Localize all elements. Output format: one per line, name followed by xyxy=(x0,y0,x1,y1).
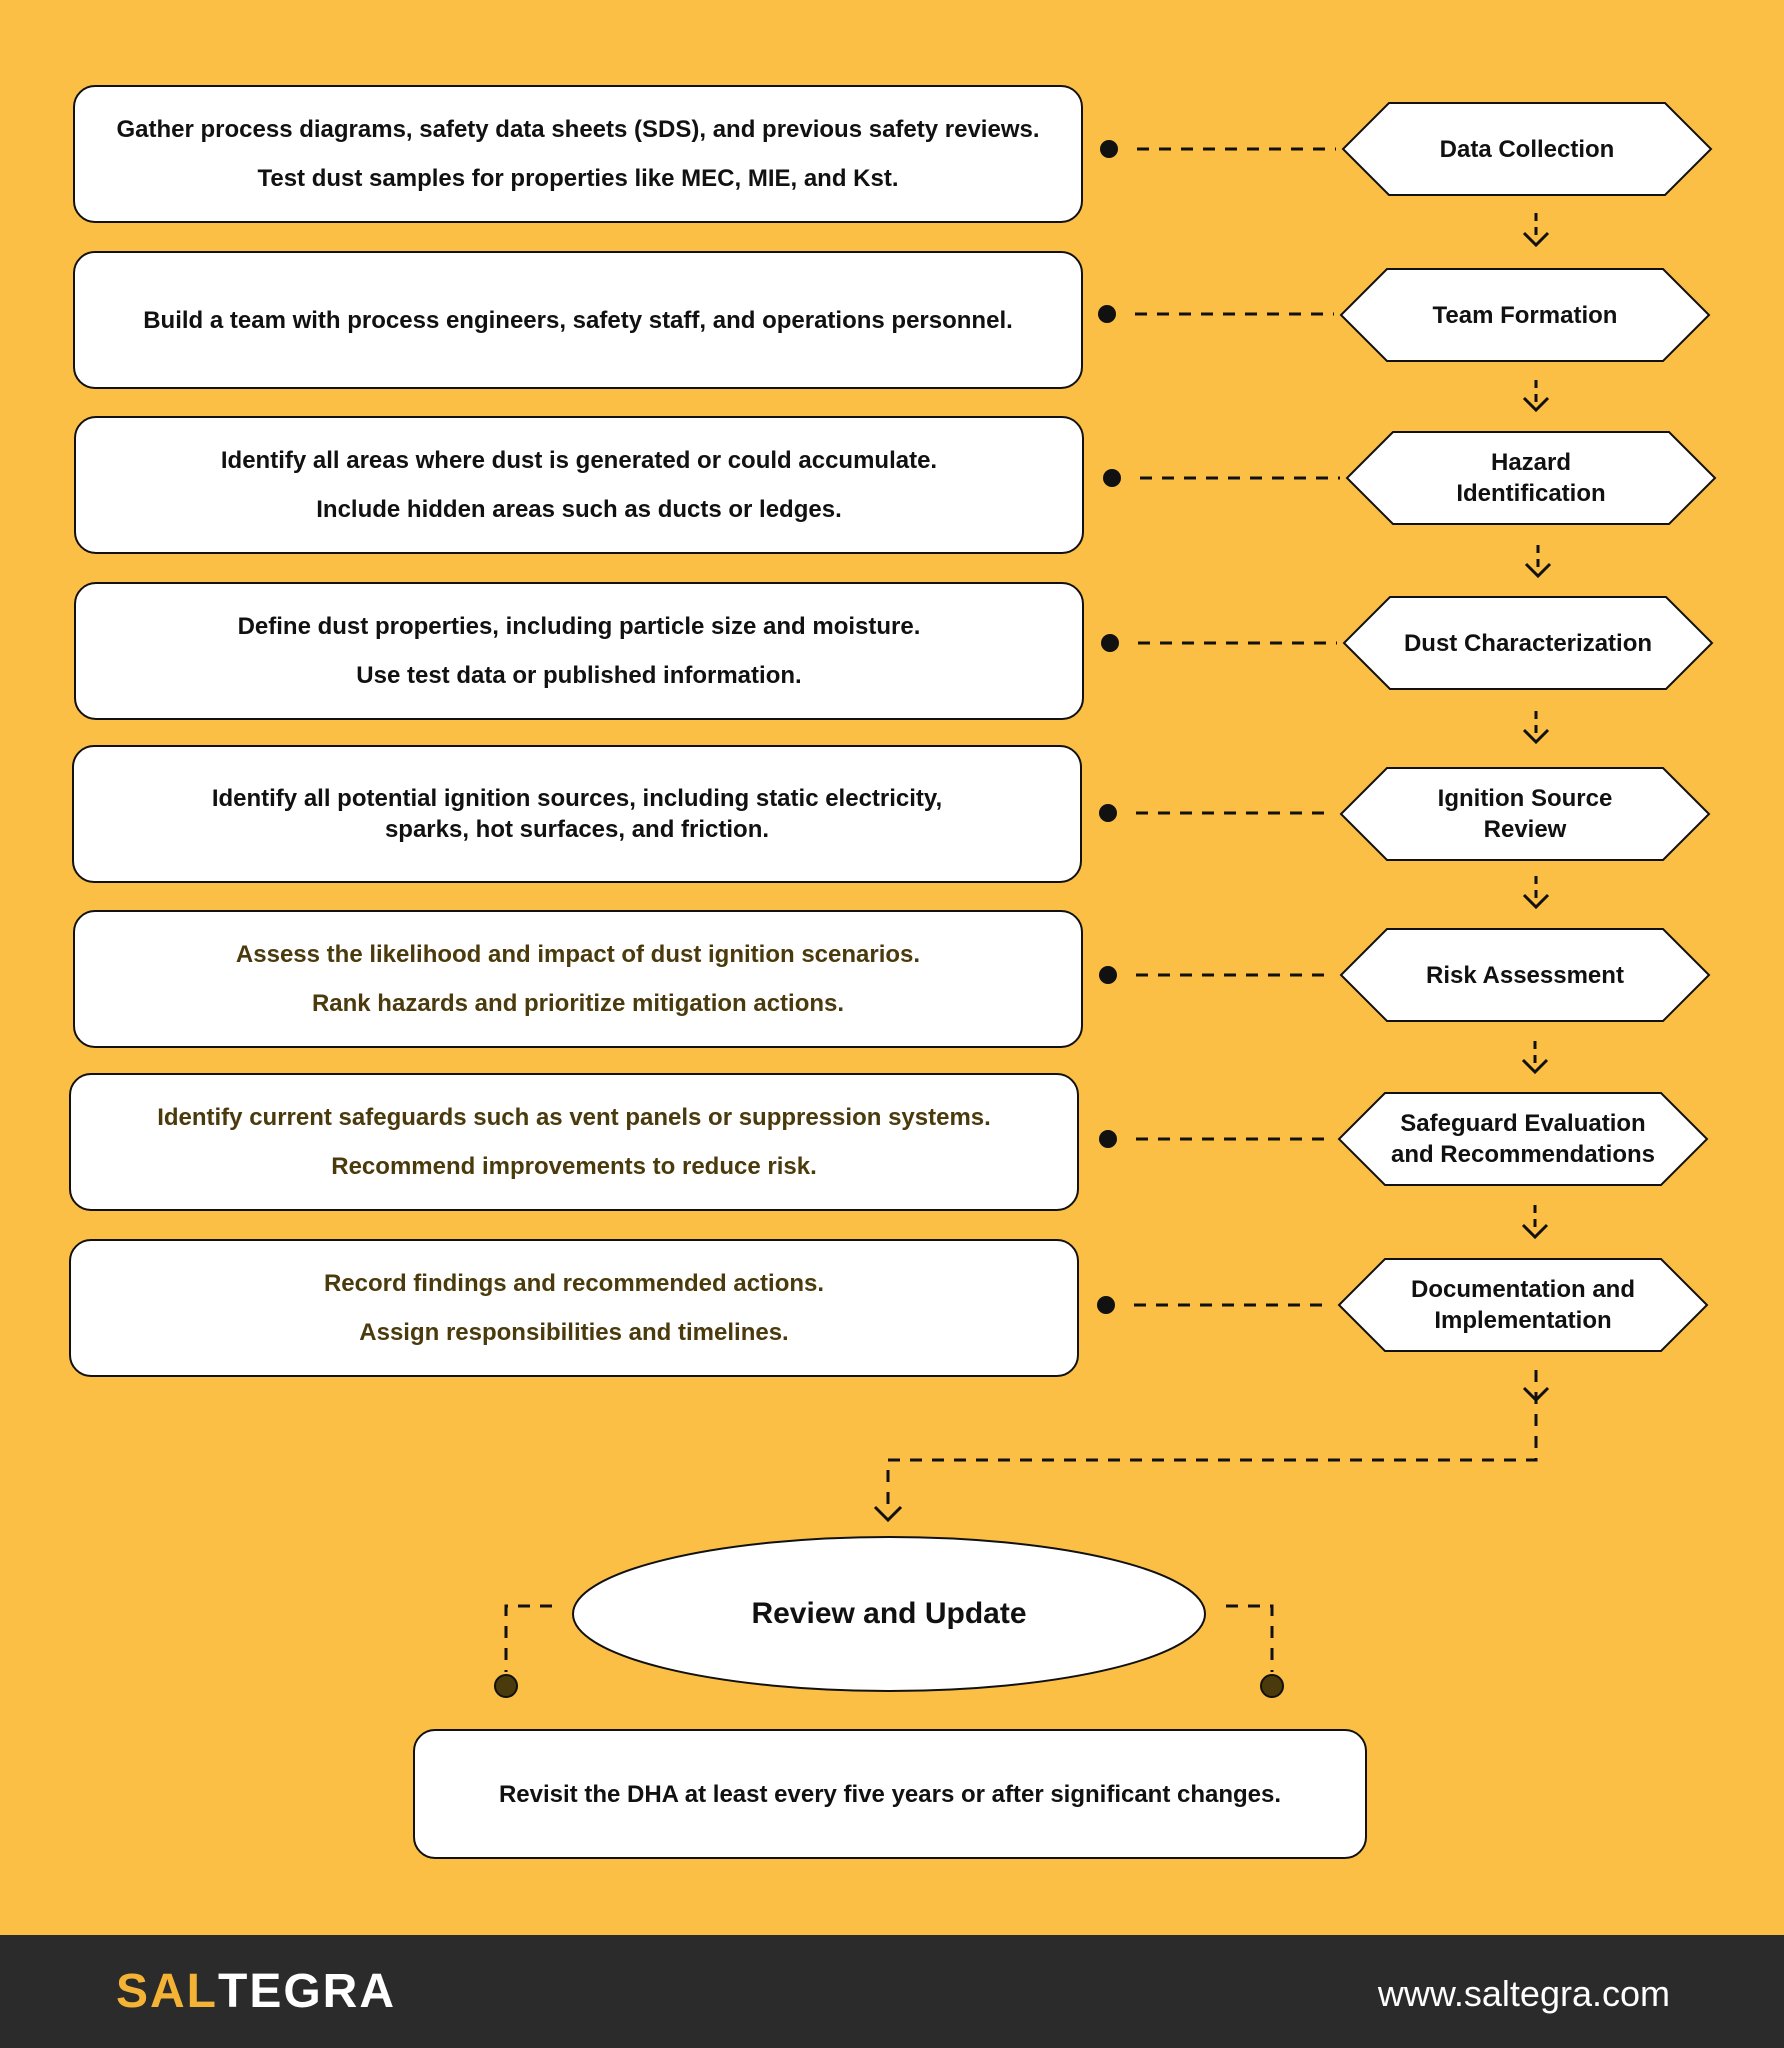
connector-dot-left xyxy=(494,1674,518,1698)
connector-dot xyxy=(1099,804,1117,822)
description-box-team-formation: Build a team with process engineers, saf… xyxy=(73,251,1083,389)
connector-dot-right xyxy=(1260,1674,1284,1698)
arrow-head xyxy=(1522,1386,1550,1403)
website-link[interactable]: www.saltegra.com xyxy=(1377,1973,1670,2014)
hexagon-shape xyxy=(1342,596,1714,690)
description-line: Define dust properties, including partic… xyxy=(237,613,921,640)
description-line: Identify current safeguards such as vent… xyxy=(157,1104,991,1131)
step-label: Hazard Identification xyxy=(1456,449,1606,507)
step-hazard-identification: Hazard Identification xyxy=(1345,430,1717,526)
step-label: Ignition Source Review xyxy=(1437,785,1613,843)
description-line: Identify all areas where dust is generat… xyxy=(220,447,938,474)
description-line: Recommend improvements to reduce risk. xyxy=(331,1153,817,1180)
description-box-safeguard-evaluation: Identify current safeguards such as vent… xyxy=(69,1073,1079,1211)
arrow-head xyxy=(1521,1223,1549,1240)
hexagon-shape xyxy=(1345,431,1717,525)
step-safeguard-evaluation: Safeguard Evaluation and Recommendations xyxy=(1337,1091,1709,1187)
description-line: Use test data or published information. xyxy=(356,662,802,689)
description-box-data-collection: Gather process diagrams, safety data she… xyxy=(73,85,1083,223)
description-box-hazard-identification: Identify all areas where dust is generat… xyxy=(74,416,1084,554)
description-line: Assess the likelihood and impact of dust… xyxy=(235,941,921,968)
connector-dot xyxy=(1101,634,1119,652)
dashed-connector-to-review xyxy=(886,1370,1538,1512)
arrow-head xyxy=(873,1505,903,1523)
logo-part-tegra: TEGRA xyxy=(218,1965,396,2018)
description-box-risk-assessment: Assess the likelihood and impact of dust… xyxy=(73,910,1083,1048)
review-ellipse xyxy=(572,1536,1206,1692)
step-dust-characterization: Dust Characterization xyxy=(1342,595,1714,691)
hexagon-shape xyxy=(1339,928,1711,1022)
arrow-head xyxy=(1522,231,1550,248)
hexagon-shape xyxy=(1337,1258,1709,1352)
connector-dot xyxy=(1103,469,1121,487)
description-line: Gather process diagrams, safety data she… xyxy=(116,116,1040,143)
connector-dot xyxy=(1097,1296,1115,1314)
hexagon-shape xyxy=(1339,268,1711,362)
step-label: Risk Assessment xyxy=(1426,961,1624,989)
hexagon-shape xyxy=(1339,767,1711,861)
step-team-formation: Team Formation xyxy=(1339,267,1711,363)
step-risk-assessment: Risk Assessment xyxy=(1339,927,1711,1023)
description-line: Rank hazards and prioritize mitigation a… xyxy=(311,990,845,1017)
step-ignition-source-review: Ignition Source Review xyxy=(1339,766,1711,862)
connector-dot xyxy=(1099,966,1117,984)
step-label: Team Formation xyxy=(1432,301,1618,329)
arrow-head xyxy=(1524,562,1552,579)
description-line: Identify all potential ignition sources,… xyxy=(211,785,943,843)
description-line: Include hidden areas such as ducts or le… xyxy=(316,496,842,523)
dashed-connector-left xyxy=(504,1604,552,1672)
step-label: Documentation and Implementation xyxy=(1410,1276,1635,1334)
description-box-ignition-source-review: Identify all potential ignition sources,… xyxy=(72,745,1082,883)
description-line: Test dust samples for properties like ME… xyxy=(257,165,899,192)
footer-bar xyxy=(0,1935,1784,2048)
logo-part-sal: SAL xyxy=(116,1965,218,2018)
description-line: Build a team with process engineers, saf… xyxy=(143,306,1013,334)
connector-dot xyxy=(1098,305,1116,323)
step-label: Data Collection xyxy=(1439,135,1615,163)
dashed-connector-right xyxy=(1226,1604,1274,1672)
final-description-box: Revisit the DHA at least every five year… xyxy=(413,1729,1367,1859)
connector-dot xyxy=(1099,1130,1117,1148)
step-label: Dust Characterization xyxy=(1403,629,1653,657)
hexagon-shape xyxy=(1337,1092,1709,1186)
connector-dot xyxy=(1100,140,1118,158)
arrow-head xyxy=(1522,893,1550,910)
description-line: Record findings and recommended actions. xyxy=(323,1270,825,1297)
review-update-title: Review and Update xyxy=(751,1597,1027,1630)
hexagon-shape xyxy=(1341,102,1713,196)
description-box-documentation: Record findings and recommended actions.… xyxy=(69,1239,1079,1377)
arrow-head xyxy=(1522,396,1550,413)
arrow-head xyxy=(1521,1058,1549,1075)
step-documentation-implementation: Documentation and Implementation xyxy=(1337,1257,1709,1353)
description-line: Assign responsibilities and timelines. xyxy=(359,1319,789,1346)
step-data-collection: Data Collection xyxy=(1341,101,1713,197)
step-label: Safeguard Evaluation and Recommendations xyxy=(1390,1110,1656,1168)
description-box-dust-characterization: Define dust properties, including partic… xyxy=(74,582,1084,720)
arrow-head xyxy=(1522,728,1550,745)
final-description-text: Revisit the DHA at least every five year… xyxy=(498,1780,1282,1808)
